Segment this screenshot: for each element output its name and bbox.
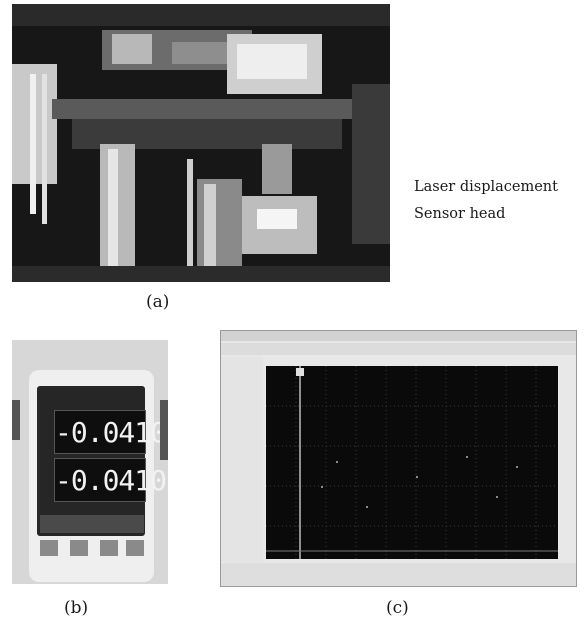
meter-button <box>126 540 144 556</box>
caption-c: (c) <box>386 598 409 618</box>
caption-a: (a) <box>146 292 170 312</box>
screenshot-status-panel <box>221 563 576 586</box>
annotation-label-laser-displacement: Laser displacement <box>414 179 558 195</box>
caption-b: (b) <box>64 598 89 618</box>
screenshot-plot-grid <box>266 366 558 559</box>
annotation-label-sensor-head: Sensor head <box>414 206 506 222</box>
meter-button <box>100 540 118 556</box>
meter-reading-upper: -0.0410 <box>54 410 167 454</box>
screenshot-toolbar <box>221 343 576 355</box>
screenshot-left-panel <box>221 357 263 562</box>
screenshot-plot-area <box>266 366 558 559</box>
meter-button <box>70 540 88 556</box>
screenshot-menubar <box>221 331 576 341</box>
photo-meter: -0.0410 -0.0410 <box>12 340 168 584</box>
meter-button <box>40 540 58 556</box>
meter-reading-lower: -0.0410 <box>54 458 167 502</box>
photo-laser-setup <box>12 4 390 282</box>
meter-button-row <box>40 515 144 533</box>
software-screenshot <box>220 330 577 587</box>
